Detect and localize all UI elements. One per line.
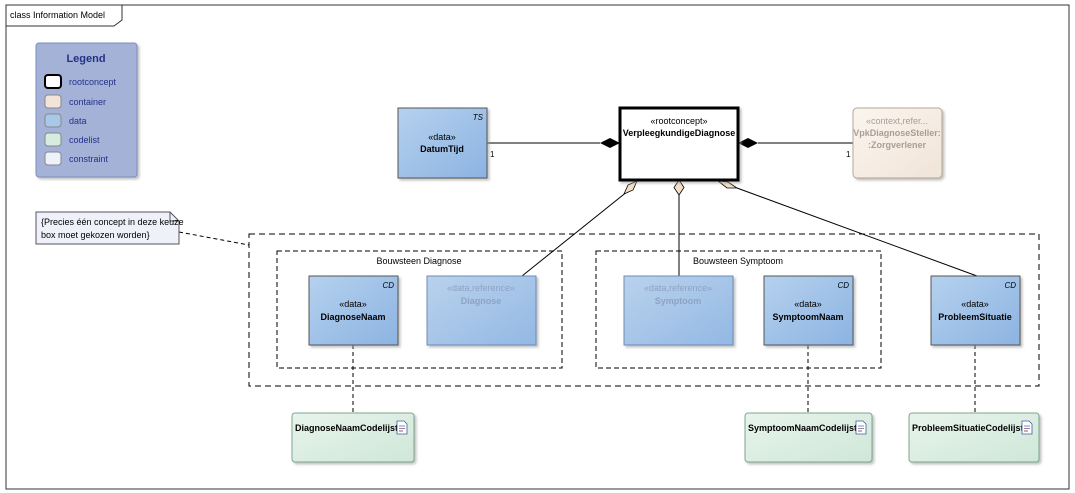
datatype-tag: CD (837, 281, 849, 290)
class-name: Diagnose (461, 296, 502, 306)
class-name: VpkDiagnoseSteller: (853, 128, 941, 138)
datatype-tag: TS (473, 113, 484, 122)
composition-diamonds (600, 138, 758, 196)
stereotype-label: «data,reference» (447, 283, 515, 293)
group-bouwsteen-diagnose: Bouwsteen Diagnose (276, 250, 563, 369)
aggregation-diamond-symptoom (673, 179, 685, 196)
association-probleemsituatie[interactable] (736, 187, 978, 277)
legend-label: data (69, 116, 87, 126)
stereotype-label: «data» (961, 299, 989, 309)
group-label: Bouwsteen Diagnose (376, 256, 461, 266)
codelist-name: DiagnoseNaamCodelijst (295, 423, 398, 433)
aggregation-diamond-diagnose (623, 180, 638, 195)
legend-label: codelist (69, 135, 100, 145)
class-symptoomnaam[interactable]: CD «data» SymptoomNaam (763, 275, 854, 346)
stereotype-label: «data» (428, 132, 456, 142)
aggregation-diamond-probleem (716, 180, 739, 189)
multiplicity-datumtijd: 1 (490, 150, 495, 159)
class-datumtijd[interactable]: TS «data» DatumTijd (397, 107, 488, 179)
composition-diamond-left (600, 138, 620, 148)
legend-title: Legend (66, 53, 105, 65)
document-icon (855, 420, 867, 435)
multiplicity-steller: 1 (846, 150, 851, 159)
legend-item-codelist: codelist (44, 132, 100, 147)
codelist-name: SymptoomNaamCodelijst (748, 423, 857, 433)
codelist-probleemsituatiecodelijst[interactable]: ProbleemSituatieCodelijst (908, 412, 1040, 463)
datatype-tag: CD (382, 281, 394, 290)
class-name: DatumTijd (420, 144, 464, 154)
legend-label: constraint (69, 154, 109, 164)
choice-box (248, 233, 1040, 387)
class-name-line2: :Zorgverlener (868, 140, 927, 150)
class-name: SymptoomNaam (772, 312, 843, 322)
stereotype-label: «data» (339, 299, 367, 309)
stereotype-label: «data» (794, 299, 822, 309)
legend-item-constraint: constraint (44, 151, 109, 166)
note-line-1: {Precies één concept in deze keuze (41, 217, 184, 227)
group-label: Bouwsteen Symptoom (693, 256, 783, 266)
stereotype-label: «data,reference» (644, 283, 712, 293)
class-diagnose[interactable]: «data,reference» Diagnose (426, 275, 537, 346)
legend: Legend rootconcept container data codeli… (35, 42, 138, 178)
class-vpkdiagnosesteller[interactable]: «context,refer... VpkDiagnoseSteller: :Z… (852, 107, 943, 179)
legend-label: rootconcept (69, 77, 117, 87)
legend-item-rootconcept: rootconcept (44, 74, 117, 89)
note-line-2: box moet gekozen worden} (41, 230, 150, 240)
constraint-note[interactable]: {Precies één concept in deze keuze box m… (35, 211, 184, 245)
codelist-diagnosenaamcodelijst[interactable]: DiagnoseNaamCodelijst (291, 412, 415, 463)
legend-label: container (69, 97, 106, 107)
document-icon (1021, 420, 1033, 435)
document-icon (396, 420, 408, 435)
datatype-tag: CD (1004, 281, 1016, 290)
class-probleemsituatie[interactable]: CD «data» ProbleemSituatie (930, 275, 1021, 346)
class-symptoom[interactable]: «data,reference» Symptoom (623, 275, 734, 346)
class-verpleegkundigediagnose[interactable]: «rootconcept» VerpleegkundigeDiagnose (618, 106, 740, 182)
composition-diamond-right (738, 138, 758, 148)
class-name: ProbleemSituatie (938, 312, 1012, 322)
codelist-symptoomnaamcodelijst[interactable]: SymptoomNaamCodelijst (744, 412, 873, 463)
connectors (178, 142, 978, 413)
diagram-frame: class Information Model (5, 4, 1070, 490)
class-name: Symptoom (655, 296, 702, 306)
group-bouwsteen-symptoom: Bouwsteen Symptoom (595, 250, 882, 369)
stereotype-label: «rootconcept» (650, 116, 707, 126)
legend-item-container: container (44, 94, 106, 109)
class-diagnosenaam[interactable]: CD «data» DiagnoseNaam (308, 275, 399, 346)
legend-item-data: data (44, 113, 87, 128)
note-link (178, 231, 250, 246)
class-name: VerpleegkundigeDiagnose (623, 128, 736, 138)
stereotype-label: «context,refer... (866, 116, 928, 126)
class-name: DiagnoseNaam (320, 312, 385, 322)
frame-title: class Information Model (10, 10, 105, 20)
codelist-name: ProbleemSituatieCodelijst (912, 423, 1024, 433)
